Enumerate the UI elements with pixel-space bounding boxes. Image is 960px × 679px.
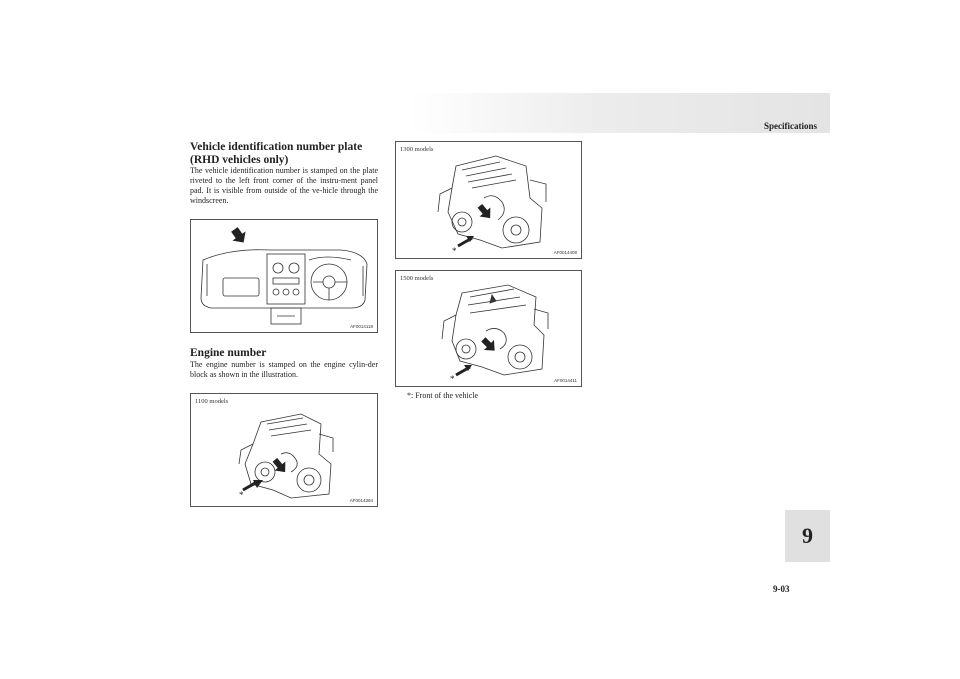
vin-section-title: Vehicle identification number plate (RHD… bbox=[190, 141, 363, 166]
engine-1300-label: 1300 models bbox=[400, 146, 434, 153]
arrow-icon bbox=[477, 203, 491, 219]
front-marker: * bbox=[452, 246, 457, 256]
front-marker: * bbox=[239, 490, 244, 500]
engine-1300-code: AF0014408 bbox=[553, 250, 577, 255]
arrow-icon bbox=[272, 457, 286, 473]
engine-section-body: The engine number is stamped on the engi… bbox=[190, 359, 378, 379]
dashboard-figure-code: AF0014118 bbox=[350, 324, 373, 329]
header-bar bbox=[410, 93, 830, 133]
engine-1500-label: 1500 models bbox=[400, 275, 434, 282]
engine-section: Engine number The engine number is stamp… bbox=[190, 347, 378, 380]
footnote: *: Front of the vehicle bbox=[407, 391, 479, 400]
front-marker: * bbox=[450, 374, 455, 384]
engine-1100-code: AF0014394 bbox=[349, 498, 373, 503]
engine-1300-illustration: * bbox=[437, 155, 547, 256]
chapter-tab: 9 bbox=[785, 510, 830, 562]
engine-1500-illustration: * bbox=[441, 284, 549, 384]
arrow-icon bbox=[231, 227, 246, 243]
engine-1100-illustration: * bbox=[238, 413, 334, 500]
engine-1500-figure: 1500 models * AF0014411 bbox=[395, 270, 582, 387]
vin-section-body: The vehicle identification number is sta… bbox=[190, 166, 378, 205]
engine-1500-code: AF0014411 bbox=[554, 378, 577, 383]
engine-1100-figure: 1100 models * AF0014394 bbox=[190, 393, 378, 507]
arrow-icon bbox=[481, 337, 495, 351]
page-header-title: Specifications bbox=[764, 121, 817, 131]
dashboard-figure: AF0014118 bbox=[190, 219, 378, 333]
dashboard-illustration bbox=[200, 227, 368, 325]
left-column: Vehicle identification number plate (RHD… bbox=[190, 141, 378, 206]
engine-1100-label: 1100 models bbox=[195, 398, 229, 405]
engine-section-title: Engine number bbox=[190, 347, 267, 359]
page-number: 9-03 bbox=[773, 584, 790, 594]
arrow-icon bbox=[242, 480, 263, 492]
arrow-icon bbox=[457, 236, 474, 248]
arrow-icon bbox=[455, 365, 472, 377]
engine-1300-figure: 1300 models * AF0014408 bbox=[395, 141, 582, 259]
